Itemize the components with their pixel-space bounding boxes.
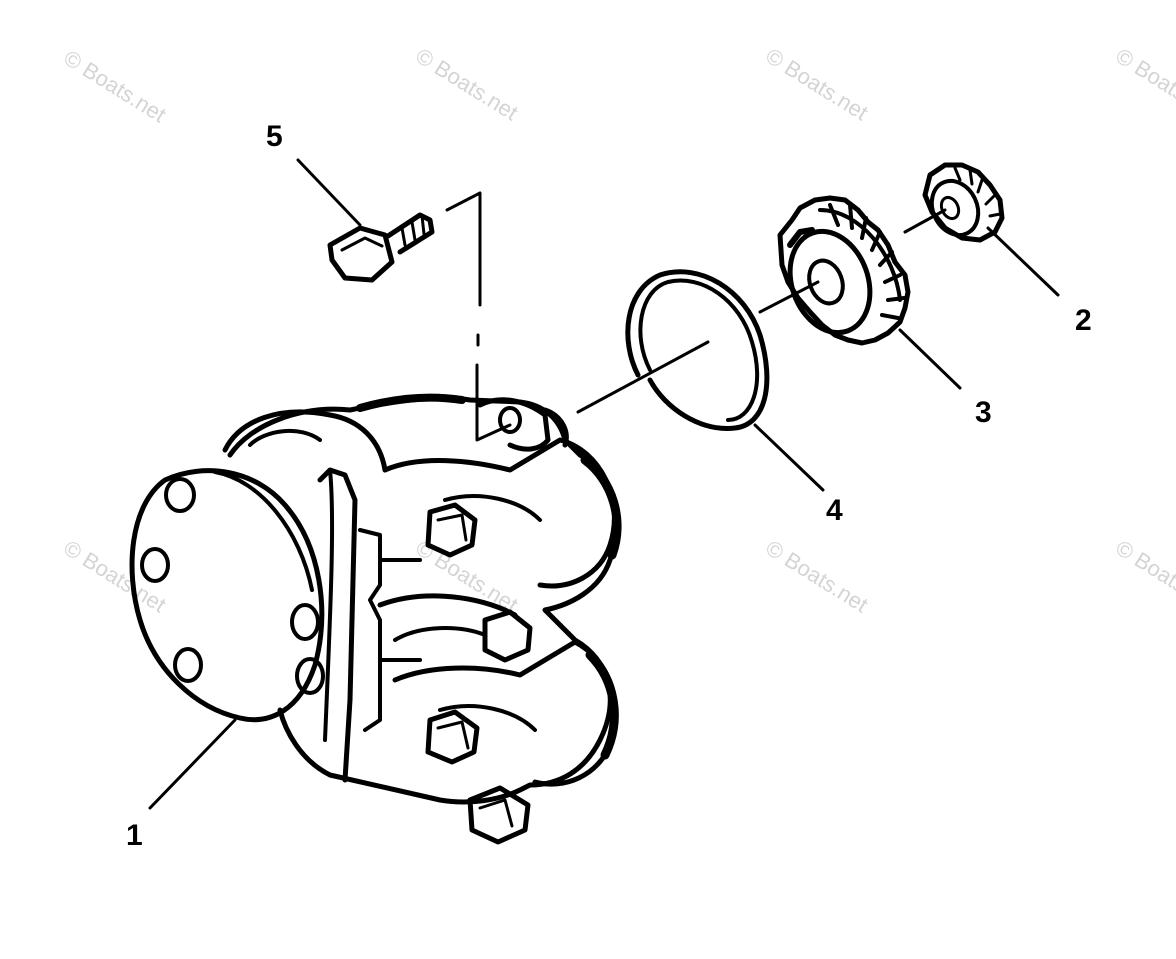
assembly-lines: [445, 191, 947, 442]
callout-3: 3: [975, 396, 992, 429]
leader-line-3: [898, 328, 962, 390]
pump-housing: [129, 393, 622, 845]
gear: [777, 195, 911, 346]
callout-2: 2: [1075, 304, 1092, 337]
leader-line-1: [148, 718, 237, 810]
watermark: © Boats.net: [59, 45, 170, 127]
watermark: © Boats.net: [1111, 43, 1176, 125]
leader-line-2: [986, 226, 1060, 297]
o-ring: [625, 269, 770, 431]
pump-body-outline: [227, 395, 619, 805]
watermark: © Boats.net: [761, 43, 872, 125]
leader-line-4: [753, 423, 825, 492]
callout-1: 1: [126, 819, 143, 852]
upper-port: [382, 437, 617, 589]
watermark: © Boats.net: [411, 43, 522, 125]
callouts: 1 2 3 4 5: [126, 120, 1092, 852]
watermark: © Boats.net: [1111, 535, 1176, 617]
leader-line-5: [296, 158, 362, 227]
pump-cover-plate: [129, 468, 325, 723]
callout-4: 4: [826, 494, 843, 527]
bolt: [327, 212, 435, 283]
callout-5: 5: [266, 120, 283, 153]
leader-lines: [148, 158, 1060, 810]
watermark: © Boats.net: [761, 535, 872, 617]
